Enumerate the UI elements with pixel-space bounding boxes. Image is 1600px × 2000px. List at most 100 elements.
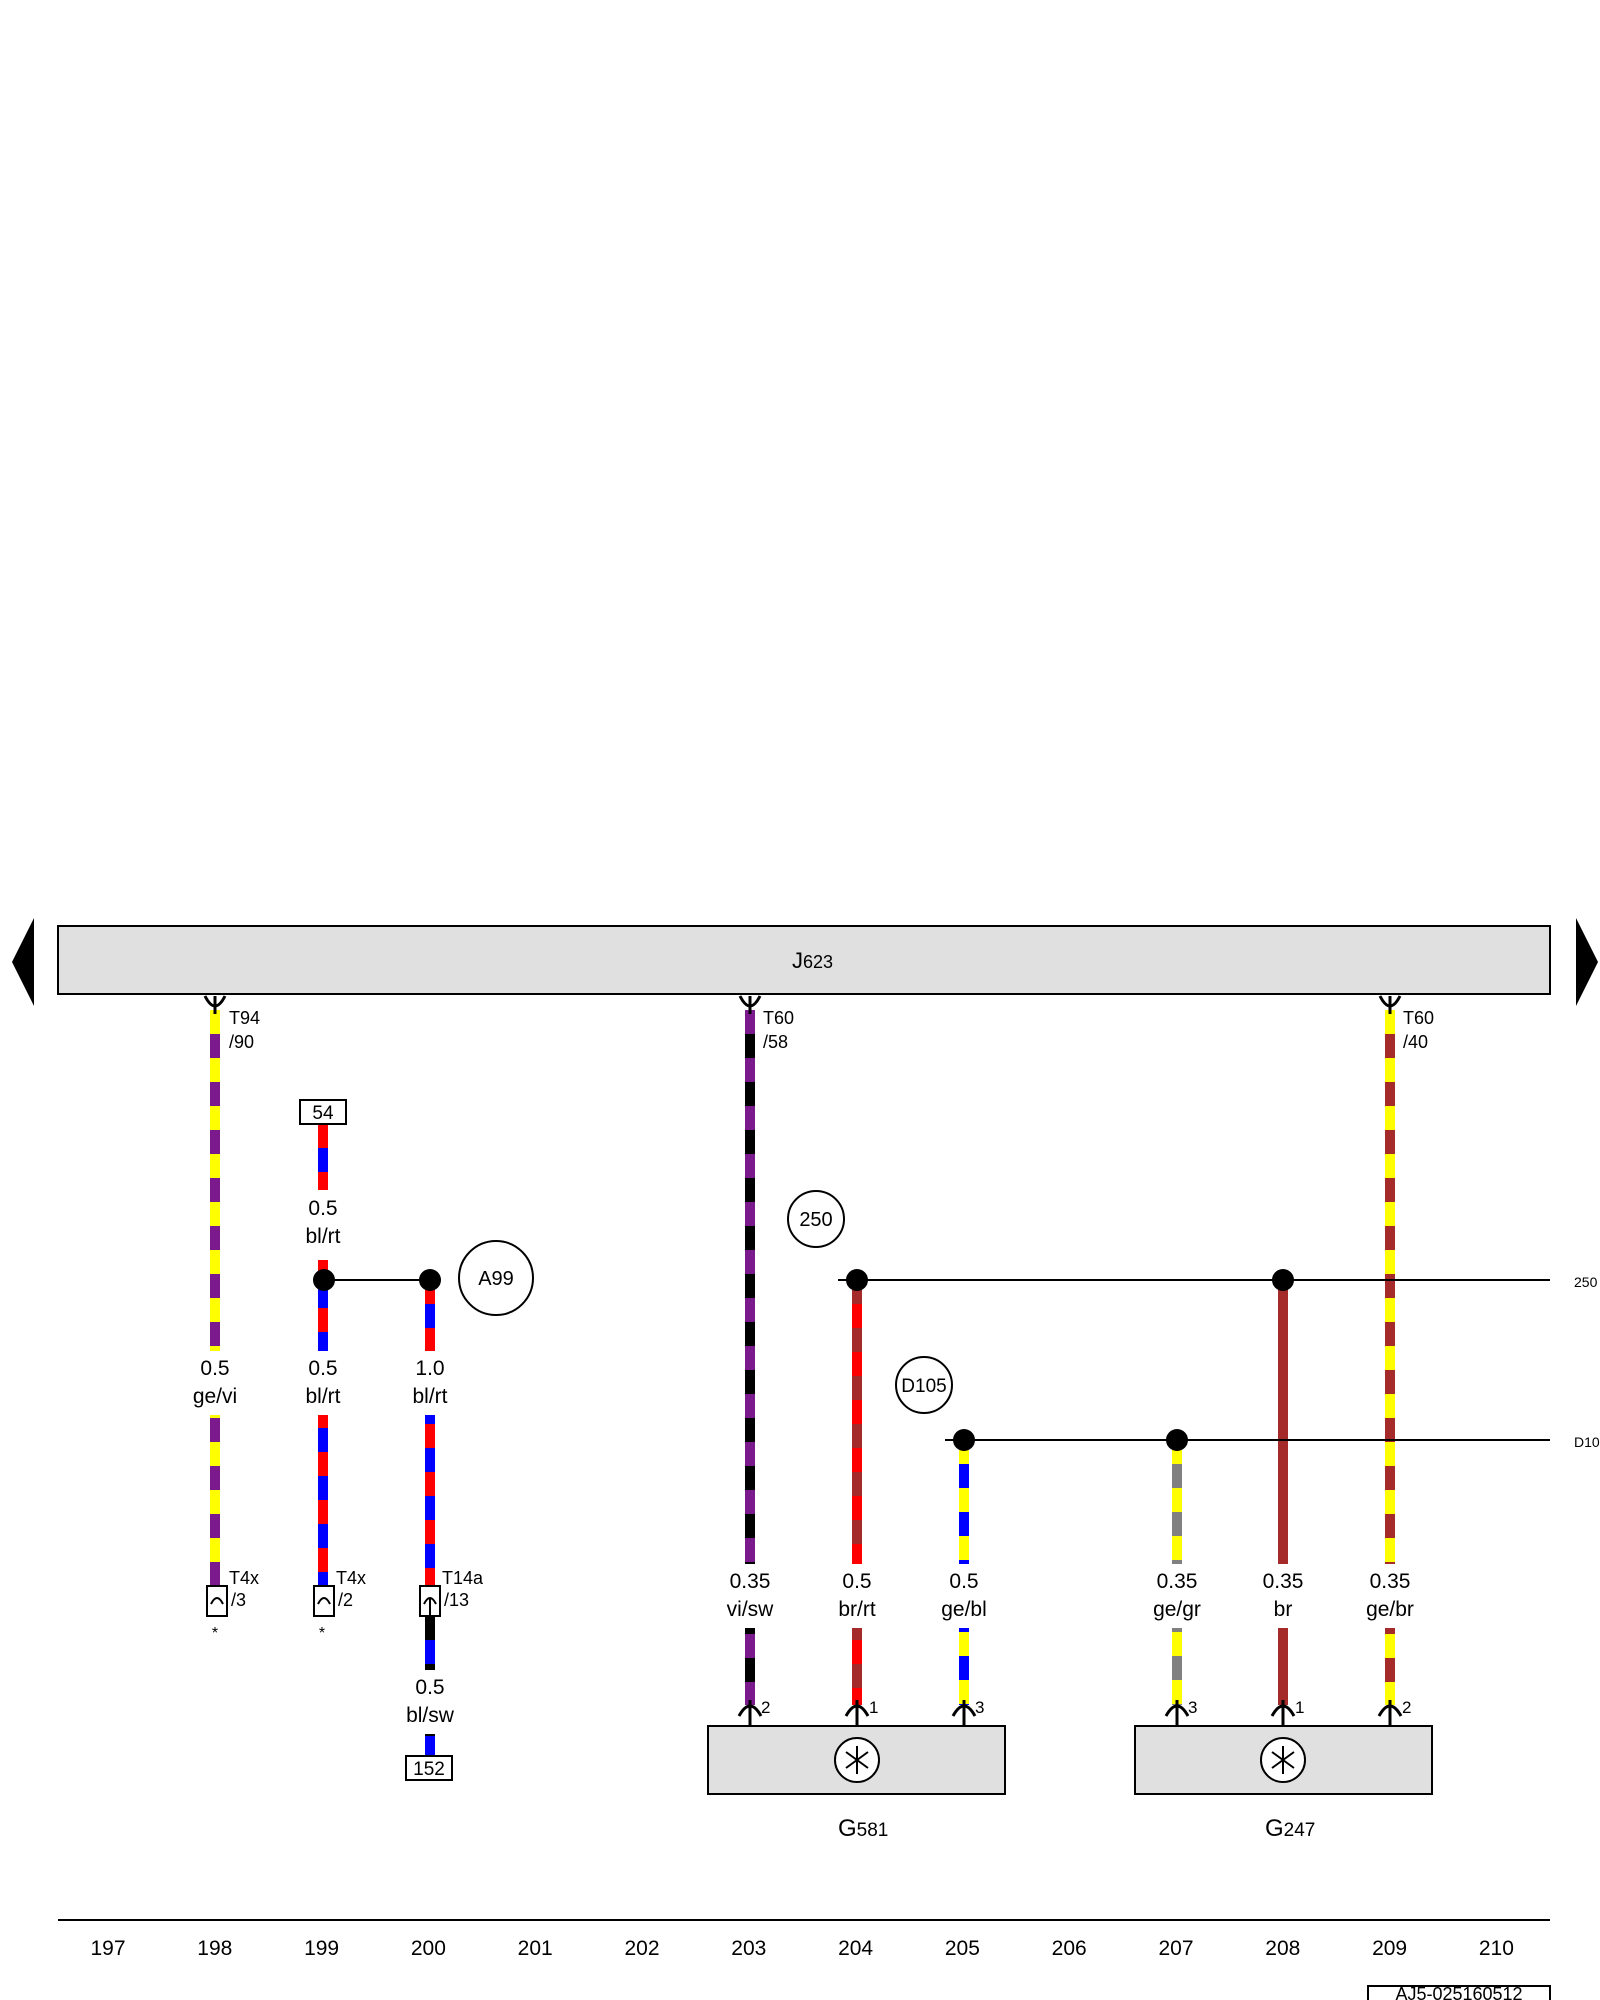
wire-br-rt-segment	[852, 1448, 862, 1472]
wire-ge-br-segment	[1385, 1682, 1395, 1705]
pin-number: 3	[1188, 1698, 1197, 1717]
wire-label-background	[396, 1670, 464, 1734]
wire-br-rt-segment	[852, 1640, 862, 1664]
connector-t4x-2-label: T4x/2	[336, 1568, 366, 1610]
diagram-code: AJ5-025160512	[1395, 1984, 1522, 2000]
wire-ge-br-segment	[1385, 1322, 1395, 1346]
grid-column-number: 198	[197, 1937, 232, 1960]
wire-ge-br-segment	[1385, 1298, 1395, 1322]
wire-br-rt-segment	[852, 1544, 862, 1568]
wire-ge-vi-segment	[210, 1178, 220, 1202]
wire-bl-rt-1-0-segment	[425, 1424, 435, 1448]
diagram-code-box	[1367, 1985, 1551, 2000]
wire-bl-rt-lower-segment	[318, 1500, 328, 1524]
wire-bl-rt-lower-segment	[318, 1572, 328, 1586]
sensor-pin-connector-icon	[951, 1700, 977, 1726]
ecu-box	[57, 925, 1551, 995]
wire-br-rt-segment	[852, 1496, 862, 1520]
wire-bl-rt-lower-segment	[318, 1404, 328, 1428]
wire-color-label: ge/br	[1366, 1598, 1414, 1621]
wire-ge-bl-segment	[959, 1464, 969, 1488]
wire-size-label: 0.5	[200, 1357, 229, 1380]
grid-column-number: 210	[1479, 1937, 1514, 1960]
junction-dot	[953, 1429, 975, 1451]
wire-ge-gr-segment	[1172, 1656, 1182, 1680]
connector-t14a-label: T14a/13	[442, 1568, 484, 1610]
grid-column-number: 203	[731, 1937, 766, 1960]
wire-bl-rt-lower-segment	[318, 1284, 328, 1308]
wire-br-segment	[1278, 1424, 1288, 1448]
wire-color-label: bl/rt	[305, 1225, 340, 1248]
pin-number: 2	[1402, 1698, 1411, 1717]
grid-column-number: 206	[1052, 1937, 1087, 1960]
wire-size-label: 0.35	[730, 1570, 771, 1593]
wire-ge-gr-segment	[1172, 1488, 1182, 1512]
reference-circle-d105	[895, 1356, 953, 1414]
sensor-pin-connector-icon	[1270, 1700, 1296, 1726]
wire-br-segment	[1278, 1520, 1288, 1544]
wire-size-label: 0.5	[949, 1570, 978, 1593]
wire-br-rt-segment	[852, 1352, 862, 1376]
wire-ge-vi-segment	[210, 1154, 220, 1178]
wire-br-rt-segment	[852, 1688, 862, 1705]
wire-ge-br-segment	[1385, 1658, 1395, 1682]
wire-vi-sw-segment	[745, 1466, 755, 1490]
wire-br-rt-segment	[852, 1400, 862, 1424]
wire-br-segment	[1278, 1496, 1288, 1520]
wire-ge-br-segment	[1385, 1154, 1395, 1178]
junction-dot	[313, 1269, 335, 1291]
wire-ge-bl-segment	[959, 1512, 969, 1536]
grid-column-number: 199	[304, 1937, 339, 1960]
previous-page-arrow-icon[interactable]	[12, 918, 34, 1006]
wire-label-background	[1249, 1564, 1317, 1628]
wire-vi-sw-segment	[745, 1298, 755, 1322]
connector-t60-58-label: T60/58	[763, 1008, 794, 1052]
bus-d10-edge-label: D10	[1574, 1434, 1600, 1450]
wire-ge-gr-segment	[1172, 1464, 1182, 1488]
wire-br-segment	[1278, 1688, 1288, 1705]
wire-label-background	[396, 1351, 464, 1415]
wire-ge-br-segment	[1385, 1130, 1395, 1154]
wire-size-label: 0.5	[308, 1357, 337, 1380]
wire-label-background	[1143, 1564, 1211, 1628]
junction-dot	[419, 1269, 441, 1291]
wire-ge-br-segment	[1385, 1346, 1395, 1370]
wire-ge-vi-segment	[210, 1562, 220, 1586]
asterisk-note: *	[319, 1625, 325, 1642]
wire-ge-vi-segment	[210, 1490, 220, 1514]
wire-bl-rt-lower-segment	[318, 1476, 328, 1500]
wire-ge-gr-segment	[1172, 1680, 1182, 1704]
wire-ge-vi-segment	[210, 1226, 220, 1250]
wire-vi-sw-segment	[745, 1010, 755, 1034]
next-page-arrow-icon[interactable]	[1576, 918, 1598, 1006]
wire-size-label: 0.35	[1370, 1570, 1411, 1593]
grid-column-number: 204	[838, 1937, 873, 1960]
wire-ge-br-segment	[1385, 1274, 1395, 1298]
wire-ge-br-segment	[1385, 1442, 1395, 1466]
wire-ge-br-segment	[1385, 1010, 1395, 1034]
wire-ge-vi-segment	[210, 1322, 220, 1346]
wire-ge-br-segment	[1385, 1106, 1395, 1130]
wire-vi-sw-segment	[745, 1274, 755, 1298]
wire-ge-br-segment	[1385, 1082, 1395, 1106]
wire-color-label: br/rt	[838, 1598, 876, 1621]
wire-br-rt-segment	[852, 1424, 862, 1448]
wire-ge-br-segment	[1385, 1250, 1395, 1274]
ecu-label: J623	[792, 948, 833, 973]
wire-br-rt-segment	[852, 1472, 862, 1496]
connector-t4x-3-symbol	[206, 1585, 228, 1617]
wire-ge-vi-segment	[210, 1274, 220, 1298]
wire-ge-vi-segment	[210, 1106, 220, 1130]
wire-bl-rt-lower-segment	[318, 1332, 328, 1356]
wire-vi-sw-segment	[745, 1418, 755, 1442]
sensor-g247-label: G247	[1265, 1815, 1315, 1842]
wire-ge-bl-segment	[959, 1536, 969, 1560]
wire-vi-sw-segment	[745, 1394, 755, 1418]
wire-ge-br-segment	[1385, 1418, 1395, 1442]
ecu-connector-symbols	[203, 995, 1402, 1014]
wire-br-segment	[1278, 1472, 1288, 1496]
reference-box-152	[405, 1755, 453, 1781]
wire-ge-vi-segment	[210, 1202, 220, 1226]
wire-size-label: 0.35	[1157, 1570, 1198, 1593]
